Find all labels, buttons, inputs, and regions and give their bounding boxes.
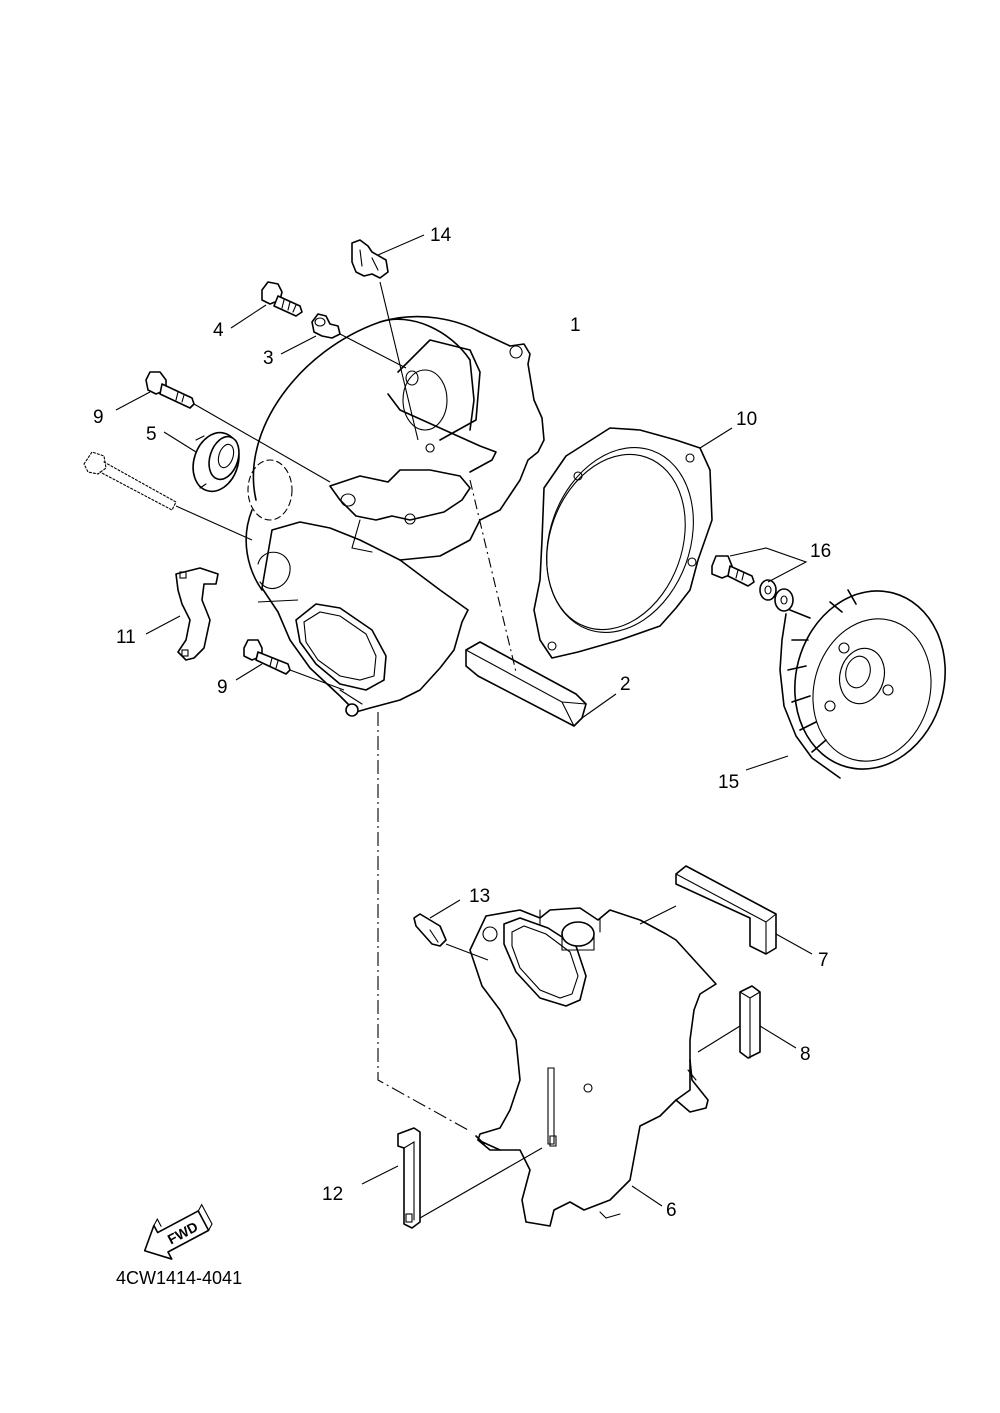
callout-6: 6	[666, 1200, 677, 1221]
part-16-bolt-washers	[711, 547, 808, 612]
callout-4: 4	[213, 320, 224, 341]
fan-shroud-cover	[257, 521, 469, 717]
part-1-fan-housing	[245, 315, 545, 591]
part-10-gasket	[533, 427, 733, 659]
part-12-clamp	[361, 1127, 543, 1229]
callout-3: 3	[263, 348, 274, 369]
part-3-collar	[280, 313, 407, 369]
callout-9-lower: 9	[217, 677, 228, 698]
part-9-upper-bolt	[115, 371, 331, 483]
alignment-line	[377, 712, 469, 1131]
part-5-grommet	[163, 431, 240, 493]
callout-13: 13	[469, 886, 490, 907]
callout-7: 7	[818, 950, 829, 971]
callout-5: 5	[146, 424, 157, 445]
arrow-forward-icon	[143, 1210, 210, 1260]
part-4-bolt	[230, 281, 303, 329]
part-9-lower-bolt	[235, 639, 345, 691]
callout-12: 12	[322, 1184, 343, 1205]
part-13-damper	[413, 899, 489, 961]
part-15-flywheel-fan	[745, 589, 946, 779]
diagram-code: 4CW1414-4041	[116, 1268, 242, 1288]
callout-10: 10	[736, 409, 757, 430]
callout-8: 8	[800, 1044, 811, 1065]
part-6-lower-cover	[469, 907, 717, 1227]
part-8-sponge	[697, 985, 797, 1059]
callout-15: 15	[718, 772, 739, 793]
fwd-direction-arrow: FWD	[143, 1203, 213, 1260]
hidden-long-bolt	[83, 451, 253, 541]
callout-labels: 1 2 3 4 5 6 7 8 9 9 10 11 12 13 14 15 16	[93, 225, 831, 1221]
callout-16: 16	[810, 541, 831, 562]
part-11-bracket	[145, 567, 219, 661]
callout-11: 11	[116, 627, 136, 648]
callout-1: 1	[570, 315, 581, 336]
part-2-sponge	[465, 479, 617, 727]
part-7-sponge	[639, 865, 813, 955]
callout-9-upper: 9	[93, 407, 104, 428]
callout-2: 2	[620, 674, 631, 695]
callout-14: 14	[430, 225, 452, 246]
part-14-clip	[351, 234, 425, 441]
